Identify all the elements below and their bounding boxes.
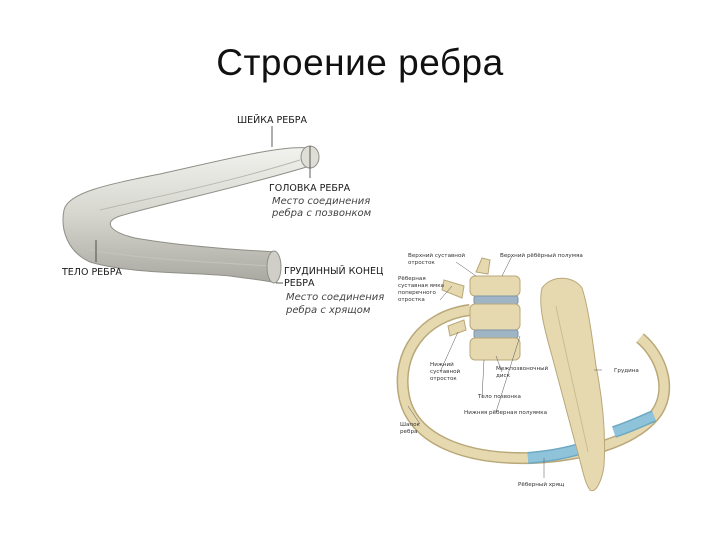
label-arch-1: Шапок — [400, 422, 420, 428]
label-rib-body: ТЕЛО РЕБРА — [61, 267, 122, 278]
thorax-illustration: Верхний суставной отросток Верхний рёбёр… — [396, 252, 671, 492]
label-rib-neck: ШЕЙКА РЕБРА — [237, 114, 308, 126]
label-lower-process-2: суставной — [430, 368, 461, 375]
rib-ring — [396, 304, 671, 465]
label-disc-1: Межпозвоночный — [496, 365, 549, 372]
label-sternal-note-1: Место соединения — [286, 292, 384, 303]
label-tubercle: Верхний рёбёрный полумяа — [500, 252, 583, 259]
sternum — [540, 277, 606, 492]
rib-shape — [62, 145, 320, 284]
label-costal-facet-3: поперечного — [398, 290, 436, 296]
label-disc-2: диск — [496, 373, 511, 379]
label-rib-head-note-2: ребра с позвонком — [271, 207, 372, 219]
label-upper-process-2: отросток — [408, 260, 435, 266]
label-vertebral-body: Тело позвонка — [477, 394, 521, 400]
label-costal-facet-4: отростка — [398, 297, 425, 303]
slide-title: Строение ребра — [216, 42, 504, 83]
label-sternal-end-2: РЕБРА — [284, 278, 315, 289]
label-costal-facet-2: суставная ямка — [398, 283, 444, 289]
label-sternum: Грудина — [614, 368, 639, 374]
vertebra — [441, 257, 521, 361]
label-rib-head: ГОЛОВКА РЕБРА — [269, 183, 351, 194]
label-cartilage: Рёберный хрящ — [518, 481, 565, 488]
label-costal-facet-1: Рёберная — [398, 276, 426, 282]
label-lower-facet: Нижняя рёберная полуямка — [464, 410, 547, 416]
label-sternal-end-1: ГРУДИННЫЙ КОНЕЦ — [284, 265, 383, 277]
label-rib-head-note-1: Место соединения — [272, 196, 370, 207]
label-sternal-note-2: ребра с хрящом — [285, 304, 371, 316]
label-lower-process-1: Нижний — [430, 361, 454, 368]
label-arch-2: ребра — [400, 429, 417, 435]
label-upper-process-1: Верхний суставной — [408, 252, 465, 259]
rib-illustration: ШЕЙКА РЕБРА ГОЛОВКА РЕБРА Место соединен… — [61, 114, 384, 316]
label-lower-process-3: отросток — [430, 376, 457, 382]
